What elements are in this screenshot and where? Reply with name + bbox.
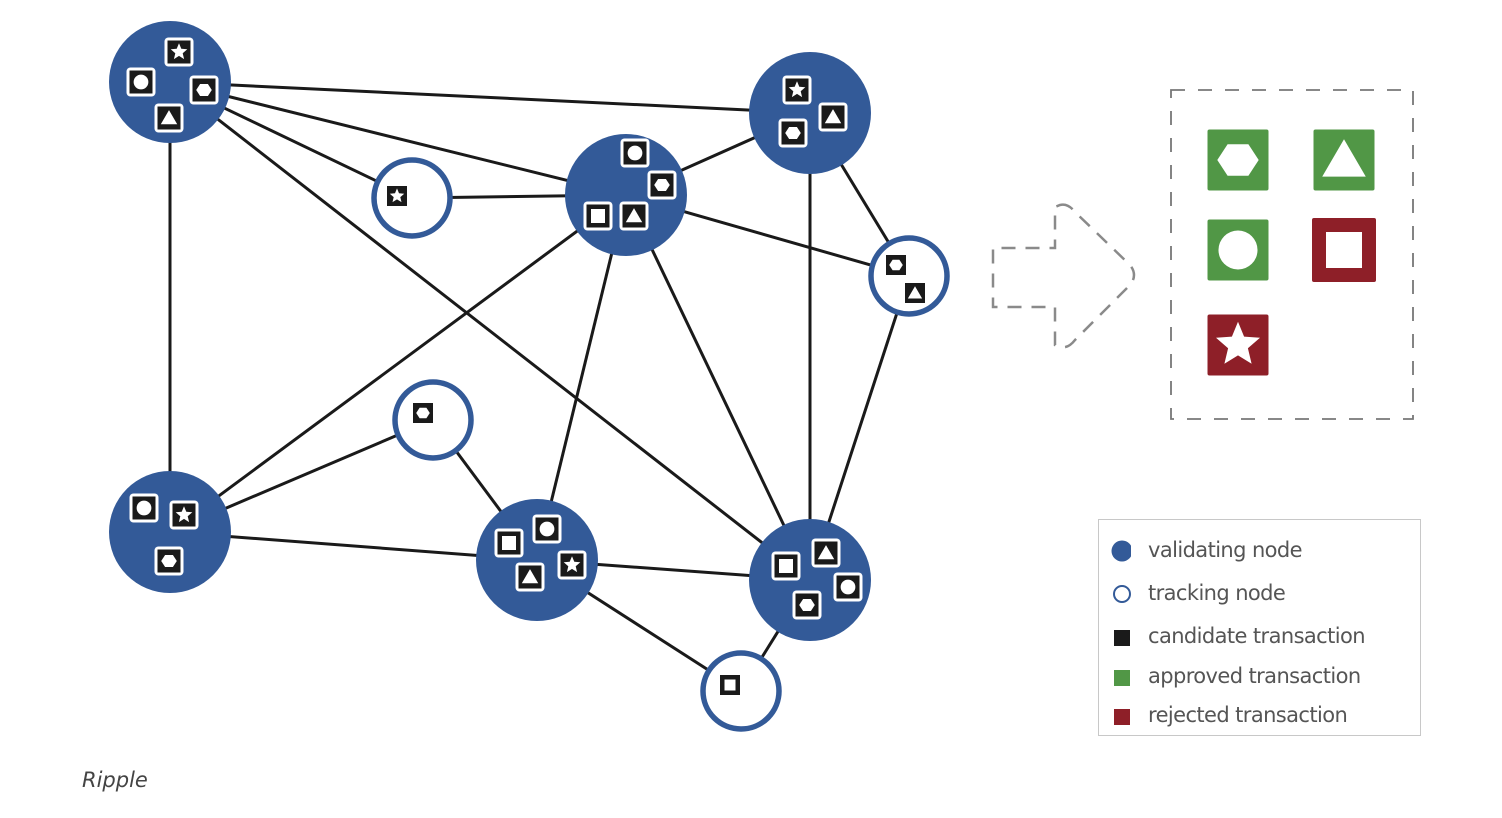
candidate-transaction-hexagon-icon (647, 170, 677, 200)
validating-node (109, 21, 231, 143)
triangle-glyph (160, 110, 178, 125)
candidate-transaction-circle-icon (126, 67, 156, 97)
figure-caption: Ripple (82, 768, 148, 792)
candidate-transaction-triangle-icon (905, 283, 925, 303)
candidate-transaction-triangle-icon (619, 201, 649, 231)
star-glyph (175, 506, 193, 523)
approved-transaction-circle-icon (1207, 219, 1269, 281)
candidate-transaction-hexagon-icon (189, 75, 219, 105)
candidate-transaction-star-icon (164, 37, 194, 67)
candidate-transaction-circle-icon (620, 138, 650, 168)
legend-label: approved transaction (1148, 664, 1361, 688)
triangle-glyph (521, 569, 539, 584)
candidate-transaction-circle-icon (129, 493, 159, 523)
triangle-glyph (625, 208, 643, 223)
hexagon-glyph (889, 259, 903, 271)
circle-glyph (136, 500, 152, 516)
star-glyph (1216, 321, 1260, 364)
triangle-glyph (907, 286, 923, 299)
candidate-transaction-circle-icon (532, 514, 562, 544)
tracking-node (700, 650, 782, 732)
candidate-transaction-square-icon (583, 201, 613, 231)
hexagon-glyph (799, 599, 815, 611)
circle-glyph (539, 521, 555, 537)
approved-transaction-hexagon-icon (1207, 129, 1269, 191)
circle-glyph (133, 74, 149, 90)
validating-node (476, 499, 598, 621)
tracking-node (371, 157, 453, 239)
candidate-transaction-star-icon (782, 75, 812, 105)
consensus-result-box (1170, 89, 1414, 420)
tracking-node-circle (700, 650, 782, 732)
hollow-circle-icon (1111, 584, 1131, 604)
candidate-transaction-square-icon (720, 675, 740, 695)
edge-v1-v3 (169, 80, 627, 197)
legend-label: candidate transaction (1148, 624, 1366, 648)
candidate-transaction-triangle-icon (811, 538, 841, 568)
candidate-transaction-hexagon-icon (778, 118, 808, 148)
validating-node (109, 471, 231, 593)
ripple-network-diagram (109, 21, 1414, 732)
hexagon-glyph (161, 555, 177, 567)
validating-node (749, 52, 871, 174)
star-glyph (563, 556, 581, 573)
edge-v3-v6 (624, 194, 812, 581)
candidate-transaction-star-icon (387, 186, 407, 206)
network-nodes (109, 21, 950, 732)
validating-node-circle (109, 21, 231, 143)
legend-label: validating node (1148, 538, 1303, 562)
legend-label: rejected transaction (1148, 703, 1348, 727)
candidate-transaction-star-icon (169, 500, 199, 530)
validating-node (749, 519, 871, 641)
consensus-results (1207, 129, 1376, 376)
candidate-transaction-square-icon (771, 551, 801, 581)
triangle-glyph (817, 545, 835, 560)
dashed-arrow-icon (991, 203, 1136, 349)
rejected-transaction-star-icon (1207, 314, 1269, 376)
edge-v3-v4 (169, 193, 627, 534)
triangle-glyph (824, 109, 842, 124)
candidate-transaction-square-icon (494, 528, 524, 558)
candidate-transaction-hexagon-icon (413, 403, 433, 423)
star-glyph (389, 188, 405, 203)
square-icon (1111, 628, 1131, 648)
candidate-transaction-triangle-icon (515, 562, 545, 592)
hexagon-glyph (1217, 144, 1259, 176)
circle-glyph (627, 145, 643, 161)
candidate-transaction-star-icon (557, 550, 587, 580)
hexagon-glyph (654, 179, 670, 191)
hexagon-glyph (196, 84, 212, 96)
square-icon (1111, 668, 1131, 688)
tracking-node-circle (371, 157, 453, 239)
candidate-transaction-triangle-icon (154, 103, 184, 133)
candidate-transaction-hexagon-icon (792, 590, 822, 620)
validating-node (565, 134, 687, 256)
candidate-transaction-hexagon-icon (886, 255, 906, 275)
star-glyph (170, 43, 188, 60)
edge-v4-v5 (169, 530, 538, 562)
square-icon (1111, 707, 1131, 727)
hexagon-glyph (416, 407, 430, 419)
star-glyph (788, 81, 806, 98)
edge-v1-v6 (169, 80, 811, 582)
circle-glyph (840, 579, 856, 595)
circle-glyph (1218, 230, 1258, 270)
filled-circle-icon (1111, 540, 1131, 562)
candidate-transaction-hexagon-icon (154, 546, 184, 576)
triangle-glyph (1322, 139, 1366, 177)
edge-v3-v5 (535, 194, 628, 561)
edge-v1-v2 (169, 80, 811, 115)
tracking-node (868, 235, 950, 317)
candidate-transaction-triangle-icon (818, 102, 848, 132)
approved-transaction-triangle-icon (1313, 129, 1375, 191)
validating-node-circle (749, 52, 871, 174)
rejected-transaction-square-icon (1312, 218, 1376, 282)
candidate-transaction-circle-icon (833, 572, 863, 602)
legend-label: tracking node (1148, 581, 1286, 605)
hexagon-glyph (785, 127, 801, 139)
legend: validating node tracking node candidate … (1098, 519, 1421, 736)
tracking-node (392, 379, 474, 461)
